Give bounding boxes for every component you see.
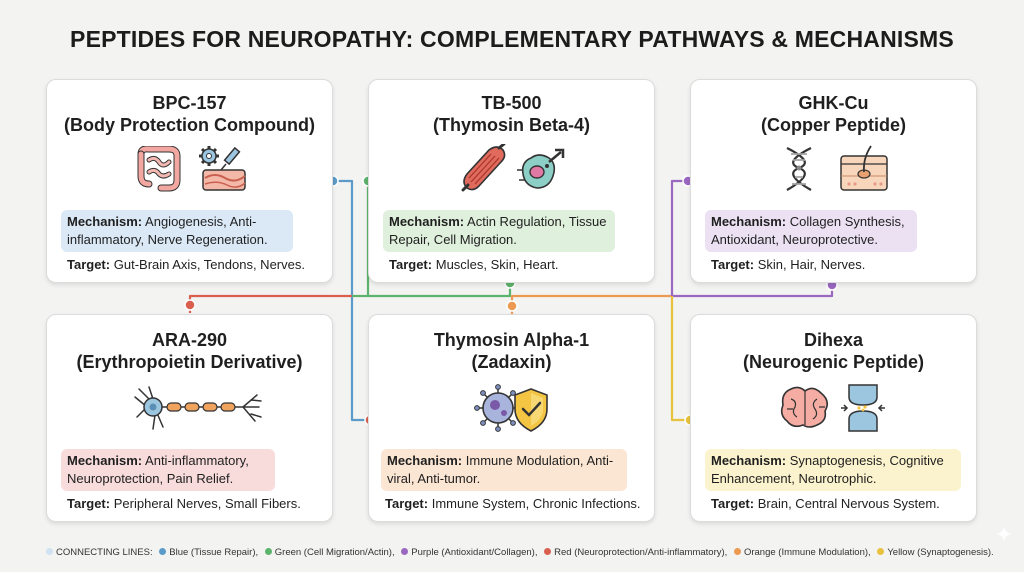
target-label: Target: <box>67 496 111 511</box>
mechanism-label: Mechanism: <box>67 214 143 229</box>
legend-dot-yellow <box>877 548 885 556</box>
target-line: Target: Immune System, Chronic Infection… <box>385 495 641 513</box>
sparkle-icon <box>996 526 1012 542</box>
target-label: Target: <box>67 257 111 272</box>
target-text: Muscles, Skin, Heart. <box>435 257 559 272</box>
mechanism-label: Mechanism: <box>387 453 463 468</box>
neuron-icon <box>134 386 262 430</box>
target-label: Target: <box>711 496 755 511</box>
mechanism-label: Mechanism: <box>67 453 143 468</box>
red-connector <box>188 294 352 313</box>
yellow-connector <box>670 296 690 422</box>
card-bpc-157: BPC-157 (Body Protection Compound) Mecha… <box>46 79 333 283</box>
intestine-icon <box>137 146 181 192</box>
mechanism-text: Angiogenesis, Anti-inflammatory, Nerve R… <box>67 214 268 247</box>
mechanism-label: Mechanism: <box>389 214 465 229</box>
legend-prefix-dot <box>46 548 53 556</box>
legend-dot-purple <box>401 548 409 556</box>
target-label: Target: <box>711 257 755 272</box>
card-tb-500: TB-500 (Thymosin Beta-4) Mechanism: Acti… <box>368 79 655 283</box>
legend-dot-green <box>264 548 272 556</box>
mechanism-box: Mechanism: Synaptogenesis, Cognitive Enh… <box>705 449 961 491</box>
skin-layers-icon <box>840 145 888 191</box>
card-ara-290: ARA-290 (Erythropoietin Derivative) Mech… <box>46 314 333 522</box>
mechanism-box: Mechanism: Immune Modulation, Anti-viral… <box>381 449 627 491</box>
orange-node <box>506 300 518 312</box>
card-title: GHK-Cu <box>798 93 869 113</box>
synapse-icon <box>841 384 885 432</box>
legend-item-orange: Orange (Immune Modulation), <box>743 547 871 558</box>
target-label: Target: <box>385 496 429 511</box>
card-subtitle: (Zadaxin) <box>471 352 552 372</box>
target-line: Target: Muscles, Skin, Heart. <box>389 256 559 274</box>
red-node-top <box>184 299 196 311</box>
mechanism-text: Actin Regulation, Tissue Repair, Cell Mi… <box>389 214 607 247</box>
legend-dot-blue <box>159 548 167 556</box>
card-title: Dihexa <box>803 330 864 350</box>
target-text: Brain, Central Nervous System. <box>757 496 940 511</box>
legend-item-purple: Purple (Antioxidant/Collagen), <box>411 547 538 558</box>
legend-prefix: CONNECTING LINES: <box>56 547 153 558</box>
mechanism-text: Anti-inflammatory, Neuroprotection, Pain… <box>67 453 249 486</box>
legend-item-red: Red (Neuroprotection/Anti-inflammatory), <box>554 547 728 558</box>
target-text: Gut-Brain Axis, Tendons, Nerves. <box>113 257 305 272</box>
target-label: Target: <box>389 257 433 272</box>
card-title: TB-500 <box>481 93 542 113</box>
target-line: Target: Peripheral Nerves, Small Fibers. <box>67 495 301 513</box>
card-thymosin-alpha-1: Thymosin Alpha-1 (Zadaxin) Mechanism: Im… <box>368 314 655 522</box>
target-text: Immune System, Chronic Infections. <box>431 496 641 511</box>
blue-connector <box>333 179 370 422</box>
legend-item-green: Green (Cell Migration/Actin), <box>274 547 395 558</box>
card-subtitle: (Erythropoietin Derivative) <box>76 352 303 372</box>
shield-check-icon <box>514 388 548 432</box>
target-line: Target: Brain, Central Nervous System. <box>711 495 940 513</box>
migrating-cell-icon <box>517 148 565 189</box>
mechanism-label: Mechanism: <box>711 453 787 468</box>
target-line: Target: Gut-Brain Axis, Tendons, Nerves. <box>67 256 305 274</box>
legend-item-yellow: Yellow (Synaptogenesis). <box>887 547 994 558</box>
mechanism-label: Mechanism: <box>711 214 787 229</box>
legend-item-blue: Blue (Tissue Repair), <box>169 547 259 558</box>
dna-icon <box>786 147 812 191</box>
card-title: ARA-290 <box>151 330 228 350</box>
mechanism-box: Mechanism: Anti-inflammatory, Neuroprote… <box>61 449 275 491</box>
card-dihexa: Dihexa (Neurogenic Peptide) Mechanism: S… <box>690 314 977 522</box>
target-text: Skin, Hair, Nerves. <box>757 257 866 272</box>
card-subtitle: (Neurogenic Peptide) <box>742 352 925 372</box>
muscle-icon <box>461 144 506 192</box>
legend-dot-orange <box>733 548 741 556</box>
mechanism-text: Synaptogenesis, Cognitive Enhancement, N… <box>711 453 944 486</box>
card-title: Thymosin Alpha-1 <box>433 330 590 350</box>
card-subtitle: (Copper Peptide) <box>760 115 906 135</box>
target-text: Peripheral Nerves, Small Fibers. <box>113 496 301 511</box>
mechanism-box: Mechanism: Collagen Synthesis, Antioxida… <box>705 210 917 252</box>
virus-icon <box>474 384 522 432</box>
mechanism-text: Collagen Synthesis, Antioxidant, Neuropr… <box>711 214 905 247</box>
brain-icon <box>780 386 829 428</box>
gear-syringe-tissue-icon <box>199 146 246 191</box>
orange-connector <box>510 294 672 315</box>
legend-dot-red <box>544 548 552 556</box>
card-subtitle: (Body Protection Compound) <box>64 115 315 135</box>
card-subtitle: (Thymosin Beta-4) <box>432 115 591 135</box>
card-ghk-cu: GHK-Cu (Copper Peptide) Mechanism: Colla… <box>690 79 977 283</box>
mechanism-text: Immune Modulation, Anti-viral, Anti-tumo… <box>387 453 614 486</box>
card-title: BPC-157 <box>152 93 227 113</box>
target-line: Target: Skin, Hair, Nerves. <box>711 256 865 274</box>
mechanism-box: Mechanism: Angiogenesis, Anti-inflammato… <box>61 210 293 252</box>
legend: CONNECTING LINES: Blue (Tissue Repair), … <box>46 547 994 558</box>
mechanism-box: Mechanism: Actin Regulation, Tissue Repa… <box>383 210 615 252</box>
page-title: PEPTIDES FOR NEUROPATHY: COMPLEMENTARY P… <box>70 26 954 52</box>
